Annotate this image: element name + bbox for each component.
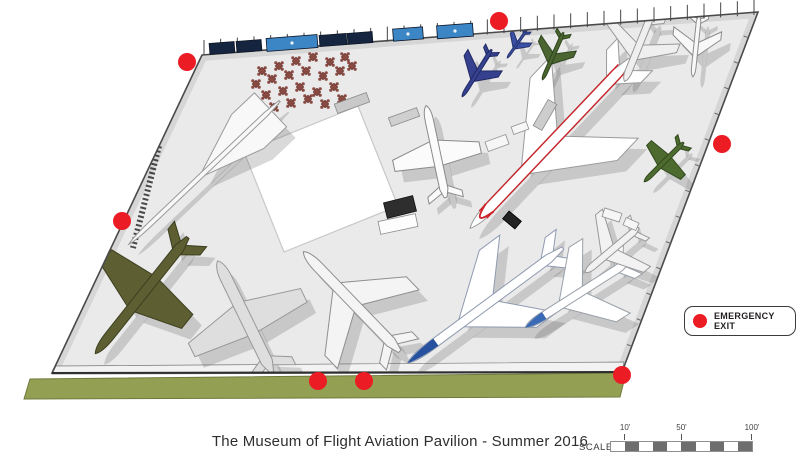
scale-tick-label: 50' [676, 423, 687, 432]
scale-segment [611, 442, 626, 451]
cafe-table [267, 74, 277, 84]
aircraft-green-biplane [627, 124, 701, 198]
scale-tick [680, 434, 682, 440]
scale-segment [653, 442, 668, 451]
scale-segment [681, 442, 696, 451]
cafe-table [325, 57, 335, 67]
aircraft-747-prototype [427, 13, 679, 269]
cafe-table [278, 86, 288, 96]
emergency-exit-dot [355, 372, 373, 390]
emergency-exit-dot [490, 12, 508, 30]
aircraft-blue-fighter [445, 38, 509, 108]
cafe-table [329, 82, 339, 92]
canopy-tent [265, 34, 319, 52]
scale-bar: 10' 50' 100' [610, 423, 759, 452]
aircraft-white-fighter [669, 11, 723, 79]
service-cart [622, 216, 640, 232]
canopy-tent [346, 31, 374, 45]
aircraft-small-blue-jet [498, 23, 537, 65]
cafe-table [335, 66, 345, 76]
scale-tick-label: 10' [619, 423, 631, 432]
scale-tick-label: 100' [744, 423, 760, 432]
scale-tick [624, 434, 626, 440]
canopy-tent [208, 41, 236, 55]
cafe-table [347, 61, 357, 71]
cafe-seating-area [251, 52, 357, 112]
cafe-table [308, 52, 318, 62]
service-cart [601, 207, 623, 223]
engine-dolly [502, 210, 522, 230]
emergency-exit-dot [613, 366, 631, 384]
cafe-table [318, 71, 328, 81]
service-cart [510, 120, 530, 136]
cafe-table [312, 87, 322, 97]
dark-truck [383, 195, 417, 219]
scale-segment [639, 442, 654, 451]
cafe-table [261, 90, 271, 100]
cafe-table [301, 66, 311, 76]
aircraft-prop-transport [383, 96, 490, 209]
aircraft-green-fighter [525, 23, 582, 87]
cafe-table [303, 94, 313, 104]
cafe-table [286, 98, 296, 108]
empty-exhibit-pad [243, 105, 399, 253]
service-cart [484, 134, 510, 152]
scale-segment [723, 442, 738, 451]
scale-segment [737, 442, 752, 451]
scale-segment [709, 442, 724, 451]
page-title: The Museum of Flight Aviation Pavilion -… [211, 433, 589, 450]
cafe-table [274, 61, 284, 71]
aircraft-small-sketch-plane [561, 198, 664, 301]
white-truck [377, 213, 419, 235]
floor-contents [55, 11, 731, 393]
emergency-exit-legend-dot [693, 314, 707, 328]
cafe-table [320, 99, 330, 109]
scale-segment [625, 442, 640, 451]
cafe-table [251, 79, 261, 89]
canopy-tent [436, 22, 474, 40]
aircraft-concorde [113, 84, 296, 261]
boarding-stairs [532, 98, 558, 132]
emergency-exit-legend: EMERGENCY EXIT [684, 306, 796, 336]
boarding-stairs [387, 107, 421, 127]
aircraft-sketch-bomber [263, 212, 444, 393]
cafe-table [284, 70, 294, 80]
scale-segment [695, 442, 710, 451]
emergency-exit-dot [113, 212, 131, 230]
scale-label: SCALE [579, 442, 613, 453]
aircraft-b29-bomber [162, 233, 330, 373]
canopy-tent [235, 39, 263, 53]
scale-tick [751, 434, 752, 440]
emergency-exit-dot [178, 53, 196, 71]
cafe-table [340, 52, 350, 62]
boarding-stairs [333, 91, 371, 115]
emergency-exit-dot [309, 372, 327, 390]
canopy-tent [392, 26, 424, 42]
cafe-table [295, 82, 305, 92]
canopy-tent [318, 33, 348, 47]
scale-segment [667, 442, 682, 451]
aircraft-b17-bomber [55, 202, 231, 386]
cafe-table [257, 66, 267, 76]
emergency-exit-dot [713, 135, 731, 153]
emergency-exit-legend-label: EMERGENCY EXIT [714, 311, 775, 331]
cafe-table [291, 56, 301, 66]
